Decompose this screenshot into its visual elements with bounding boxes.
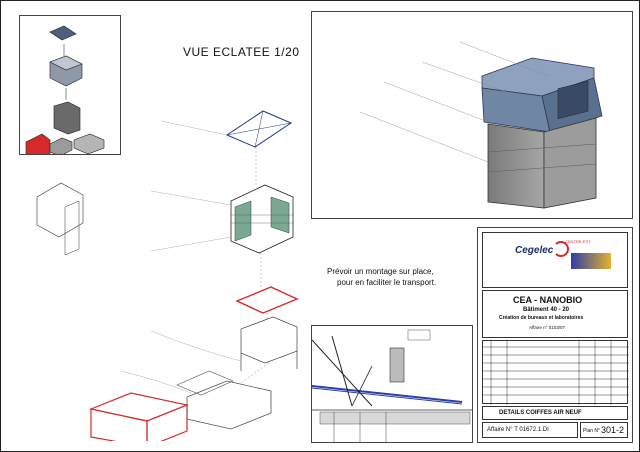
logo-swoosh-icon: [553, 241, 569, 257]
drawing-title-box: DETAILS COIFFES AIR NEUF: [482, 406, 628, 420]
drawing-title: DETAILS COIFFES AIR NEUF: [499, 410, 582, 416]
roof-section-panel: [311, 325, 473, 443]
affaire-label: Affaire N° T 01672.1.DI: [487, 427, 549, 433]
plan-number: 301-2: [601, 425, 625, 435]
hood-render: [359, 41, 603, 209]
partner-logo-icon: [571, 253, 611, 269]
project-title: CEA - NANOBIO: [513, 295, 583, 305]
affaire-cell: Affaire N° T 01672.1.DI: [482, 422, 578, 438]
affaire-ref: Affaire n° 0103/07: [529, 325, 565, 330]
building: Bâtiment 40 - 20: [523, 307, 570, 313]
revision-table: [482, 340, 629, 405]
exploded-view-title: VUE ECLATEE 1/20: [183, 45, 300, 59]
logo-box: Cegelec CENTRE-EST: [482, 232, 628, 288]
exploded-view-drawing: [36, 110, 299, 441]
cegelec-logo: Cegelec: [515, 243, 553, 261]
project-box: CEA - NANOBIO Bâtiment 40 - 20 Création …: [482, 290, 628, 338]
description: Création de bureaux et laboratoires: [499, 315, 584, 321]
plan-label: Plan N°: [583, 428, 601, 434]
montage-note-line2: pour en faciliter le transport.: [337, 278, 437, 287]
thumbnail-drawing: [25, 25, 105, 154]
plan-cell: Plan N° 301-2: [580, 422, 628, 438]
isometric-thumbnail: [19, 15, 121, 155]
roof-section-drawing: [312, 329, 472, 442]
hood-render-panel: [311, 11, 633, 219]
revision-grid: [483, 341, 629, 405]
logo-tag: CENTRE-EST: [565, 239, 591, 244]
montage-note-line1: Prévoir un montage sur place,: [327, 267, 434, 276]
cegelec-logo-text: Cegelec: [515, 245, 554, 256]
title-block: Cegelec CENTRE-EST CEA - NANOBIO Bâtimen…: [477, 227, 633, 443]
